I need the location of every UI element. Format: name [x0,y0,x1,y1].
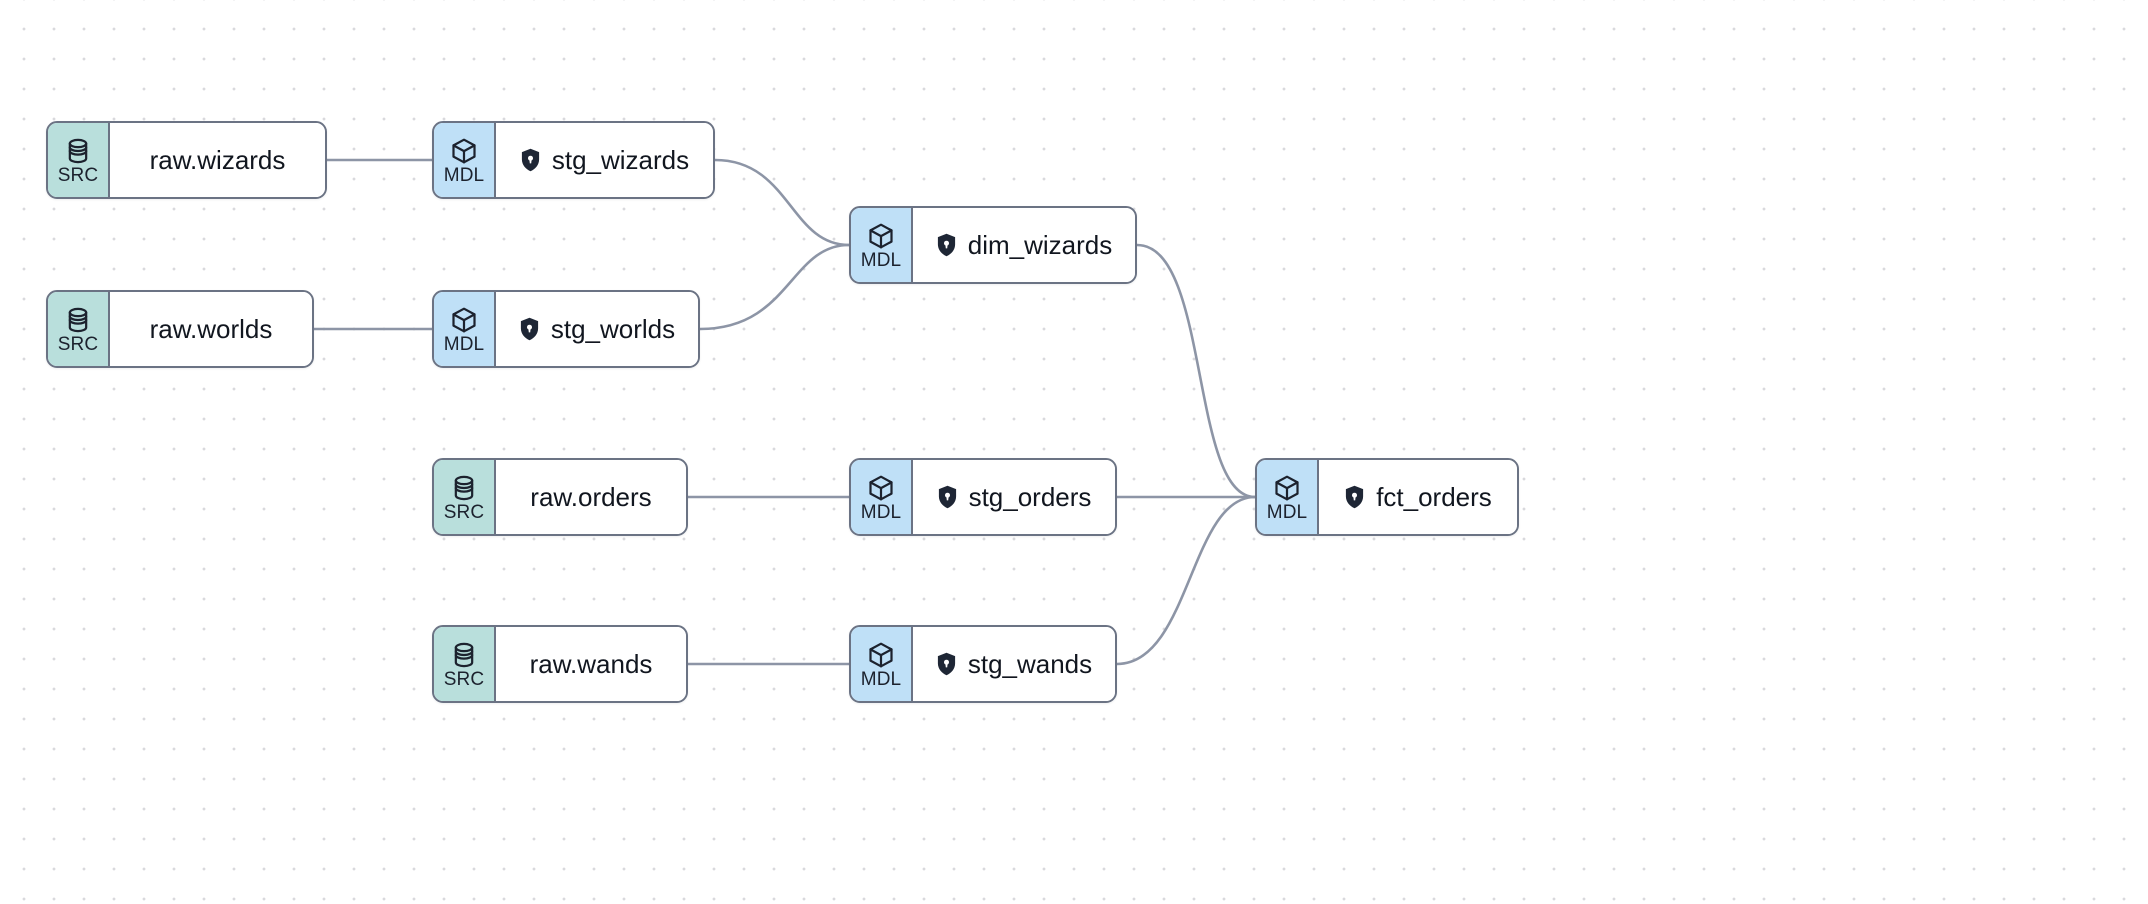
edge-dim_wizards-to-fct_orders [1135,243,1257,499]
node-dim_wizards[interactable]: MDL dim_wizards [849,206,1137,284]
badge-type-label: MDL [860,250,902,271]
badge-type-label: MDL [860,502,902,523]
node-label: raw.orders [530,482,652,512]
database-icon [64,137,92,165]
node-badge-mdl: MDL [851,208,913,282]
node-body: stg_wizards [496,123,713,197]
cube-icon [450,137,478,165]
shield-icon [937,485,958,509]
shield-icon [520,148,541,172]
node-raw_wizards[interactable]: SRC raw.wizards [46,121,327,199]
node-label: dim_wizards [967,230,1113,260]
node-badge-mdl: MDL [1257,460,1319,534]
node-label: stg_orders [968,482,1092,512]
node-raw_wands[interactable]: SRC raw.wands [432,625,688,703]
node-body: stg_wands [913,627,1115,701]
node-label: raw.worlds [149,314,273,344]
node-badge-src: SRC [434,460,496,534]
badge-type-label: SRC [443,502,485,523]
badge-type-label: MDL [1266,502,1308,523]
cube-icon [867,222,895,250]
cube-icon [1273,474,1301,502]
node-body: stg_worlds [496,292,698,366]
shield-icon [936,233,957,257]
node-stg_wizards[interactable]: MDL stg_wizards [432,121,715,199]
node-stg_orders[interactable]: MDL stg_orders [849,458,1117,536]
node-stg_wands[interactable]: MDL stg_wands [849,625,1117,703]
node-raw_orders[interactable]: SRC raw.orders [432,458,688,536]
shield-icon [1344,485,1365,509]
node-badge-mdl: MDL [851,460,913,534]
node-label: fct_orders [1376,482,1492,512]
node-body: raw.wizards [110,123,325,197]
node-badge-mdl: MDL [851,627,913,701]
node-badge-mdl: MDL [434,123,496,197]
node-label: raw.wands [529,649,653,679]
node-label: stg_worlds [550,314,676,344]
node-stg_worlds[interactable]: MDL stg_worlds [432,290,700,368]
cube-icon [867,641,895,669]
edge-stg_wizards-to-dim_wizards [713,158,851,247]
shield-icon [519,317,540,341]
database-icon [64,306,92,334]
node-label: stg_wizards [551,145,690,175]
node-badge-src: SRC [48,123,110,197]
node-body: raw.worlds [110,292,312,366]
badge-type-label: SRC [443,669,485,690]
node-badge-mdl: MDL [434,292,496,366]
cube-icon [450,306,478,334]
node-body: stg_orders [913,460,1115,534]
node-fct_orders[interactable]: MDL fct_orders [1255,458,1519,536]
badge-type-label: MDL [443,334,485,355]
node-body: raw.orders [496,460,686,534]
node-badge-src: SRC [434,627,496,701]
node-raw_worlds[interactable]: SRC raw.worlds [46,290,314,368]
node-label: stg_wands [967,649,1093,679]
badge-type-label: MDL [443,165,485,186]
edge-stg_worlds-to-dim_wizards [698,243,851,331]
database-icon [450,474,478,502]
cube-icon [867,474,895,502]
node-label: raw.wizards [149,145,286,175]
shield-icon [936,652,957,676]
node-body: fct_orders [1319,460,1517,534]
node-badge-src: SRC [48,292,110,366]
badge-type-label: MDL [860,669,902,690]
badge-type-label: SRC [57,334,99,355]
edge-stg_wands-to-fct_orders [1115,495,1257,666]
node-body: raw.wands [496,627,686,701]
database-icon [450,641,478,669]
node-body: dim_wizards [913,208,1135,282]
badge-type-label: SRC [57,165,99,186]
